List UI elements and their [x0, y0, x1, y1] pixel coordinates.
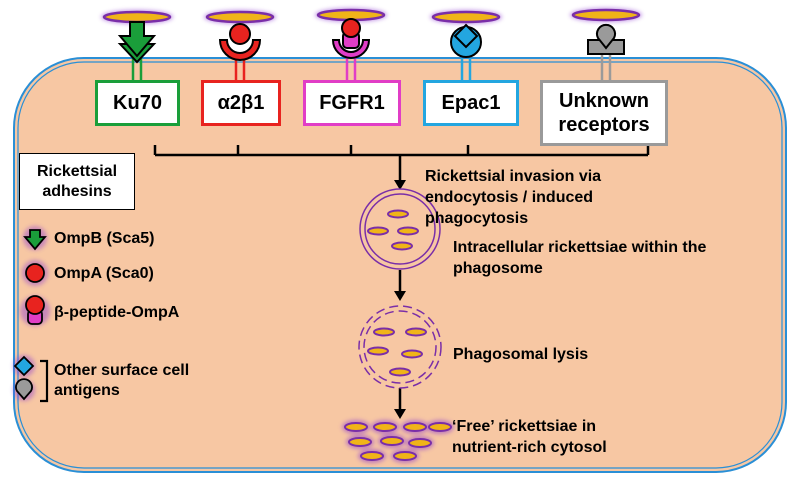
bacterium — [393, 451, 417, 461]
unknown-receptor — [587, 23, 625, 80]
legend-ompa-circle-icon — [25, 263, 45, 283]
legend-icons — [13, 226, 50, 403]
bacterium — [367, 226, 389, 236]
lysed-phagosome-icon — [358, 305, 442, 389]
step-label-free-rickettsiae: ‘Free’ rickettsiae in nutrient-rich cyto… — [452, 418, 607, 456]
ompb-arrow-icon — [117, 21, 157, 58]
legend-teardrop-antigen-icon — [15, 378, 33, 401]
bacterium — [401, 349, 423, 359]
bacterium — [380, 436, 404, 446]
teardrop-antigen-icon — [596, 23, 616, 50]
arrow-lysis — [394, 291, 406, 301]
bacterium — [373, 327, 395, 337]
bacterium — [571, 8, 641, 22]
free-rickettsiae-icon — [342, 420, 454, 463]
receptor-label-unknown: Unknown receptors — [558, 90, 650, 136]
legend-ompb-arrow-icon — [23, 229, 47, 251]
step-label-lysis: Phagosomal lysis — [453, 346, 589, 363]
bacterium — [344, 422, 368, 432]
bacterium — [391, 241, 413, 251]
legend-label-ompb: OmpB (Sca5) — [54, 230, 155, 247]
legend-beta-peptide-ompa-circle-icon — [25, 295, 45, 315]
bacteria-halos — [101, 8, 642, 24]
arrow-invasion — [394, 180, 406, 190]
legend-title: Rickettsial adhesins — [36, 162, 118, 200]
bacterium — [373, 422, 397, 432]
bacterium — [428, 422, 452, 432]
host-cell-membrane-inner — [17, 61, 783, 469]
bacterium — [408, 438, 432, 448]
step-label-phagosome: Intracellular rickettsiae within the pha… — [453, 239, 707, 277]
bacterium — [403, 422, 427, 432]
receptor-label-a2b1: α2β1 — [217, 91, 265, 114]
receptor-box-unknown: Unknown receptors — [540, 80, 668, 146]
legend-title-box: Rickettsial adhesins — [19, 153, 135, 210]
receptor-box-epac1: Epac1 — [423, 80, 519, 126]
bacterium — [431, 10, 501, 24]
fgfr1-receptor — [331, 18, 371, 80]
receptor-box-ku70: Ku70 — [95, 80, 180, 126]
step-label-invasion: Rickettsial invasion via endocytosis / i… — [425, 168, 602, 227]
arrow-release — [394, 409, 406, 419]
bacterium — [367, 346, 389, 356]
bacterium — [387, 209, 409, 219]
receptor-label-ku70: Ku70 — [113, 91, 162, 114]
legend-bracket — [40, 359, 49, 403]
diamond-antigen-icon — [453, 23, 479, 49]
receptor-box-a2b1: α2β1 — [201, 80, 281, 126]
phagosome-icon — [359, 188, 441, 270]
legend-diamond-antigen-icon — [13, 355, 35, 377]
epac1-receptor — [450, 23, 482, 80]
bacterium — [205, 10, 275, 24]
receptor-connector — [153, 145, 650, 182]
bacterium — [102, 10, 172, 24]
legend-label-ompa: OmpA (Sca0) — [54, 265, 154, 282]
bacterium — [348, 437, 372, 447]
legend-label-other-antigens: Other surface cell antigens — [54, 362, 190, 399]
receptor-label-fgfr1: FGFR1 — [319, 91, 385, 114]
bacterium — [360, 451, 384, 461]
bacterium — [397, 226, 419, 236]
receptor-box-fgfr1: FGFR1 — [303, 80, 401, 126]
ku70-receptor — [117, 21, 157, 80]
bacterium — [405, 327, 427, 337]
legend-label-beta-peptide-ompa: β-peptide-OmpA — [54, 304, 180, 321]
a2b1-receptor — [218, 23, 262, 80]
ompa-circle-icon — [229, 23, 251, 45]
receptor-label-epac1: Epac1 — [441, 91, 501, 114]
bacterium — [389, 367, 411, 377]
